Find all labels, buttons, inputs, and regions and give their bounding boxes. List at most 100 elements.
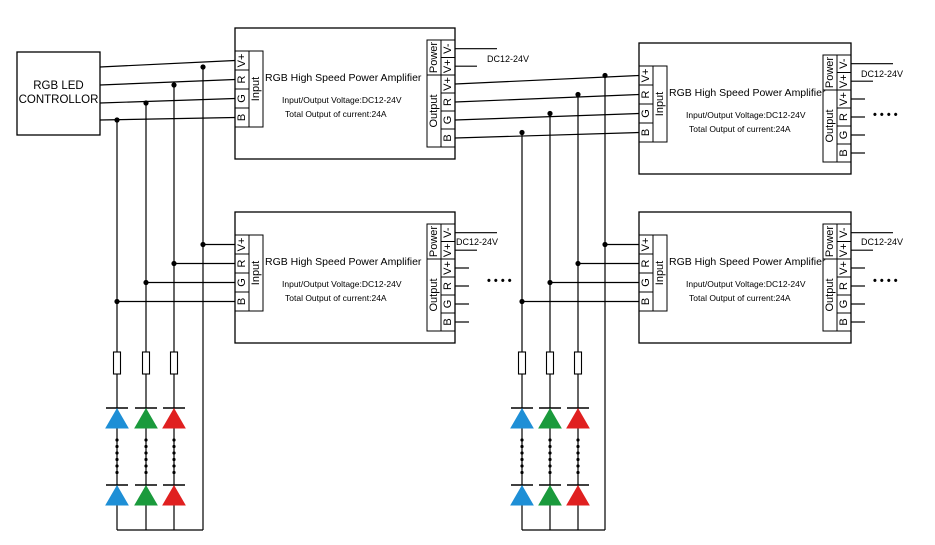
input-pin-0: V+ [640,238,652,252]
amplifier-body [234,27,456,160]
output-pin-vplus: V+ [442,261,454,275]
output-pin-b: B [442,134,454,141]
led-diode-1 [510,485,534,506]
input-label: Input [654,261,666,285]
output-pin-b: B [838,318,850,325]
output-label: Output [824,278,836,311]
input-pin-3: B [236,114,248,121]
wire [454,131,640,139]
output-pin-b: B [838,149,850,156]
input-pin-1: R [236,259,248,267]
ellipsis-dot [172,457,176,462]
ellipsis-dot [576,438,580,442]
output-pin-vplus: V+ [838,92,850,106]
led-column-left-green [134,351,158,506]
ellipsis-dot [144,464,148,468]
led-diode-1 [134,485,158,506]
continuation-dots-middle: • • • • [487,275,512,287]
wire [99,59,236,68]
amplifier-spec-voltage: Input/Output Voltage:DC12-24V [282,279,402,289]
output-pin-r: R [838,113,850,121]
ellipsis-dot [115,444,119,449]
ellipsis-dot [115,464,119,468]
amplifier-spec-voltage: Input/Output Voltage:DC12-24V [686,279,806,289]
input-pin-1: R [640,259,652,267]
output-label: Output [428,94,440,127]
resistor [112,351,122,375]
power-pin-vplus: V+ [838,74,850,88]
ellipsis-dot [548,438,552,442]
input-pin-0: V+ [236,238,248,252]
amplifier-body [234,211,456,344]
input-pin-3: B [236,298,248,305]
ellipsis-dot [520,438,524,442]
dc-label-a2: DC12-24V [456,237,498,247]
input-pin-0: V+ [640,69,652,83]
amplifier-spec-current: Total Output of current:24A [285,109,387,119]
junction-dot [143,100,149,106]
resistor [545,351,555,375]
power-pin-vminus: V- [838,227,850,238]
ellipsis-dot [576,464,580,468]
power-pin-vplus: V+ [838,243,850,257]
wire [99,97,236,104]
output-pin-r: R [442,98,454,106]
led-diode-0 [566,408,590,429]
output-pin-g: G [442,116,454,125]
input-label: Input [250,77,262,101]
amplifier-title: RGB High Speed Power Amplifier [669,256,826,268]
junction-dot [547,279,553,286]
led-diode-0 [538,408,562,429]
power-pin-vminus: V- [442,43,454,54]
led-column-right-blue [510,351,534,506]
input-pin-2: G [640,109,652,118]
ellipsis-dot [172,444,176,449]
led-column-right-red [566,351,590,506]
led-column-right-green [538,351,562,506]
amplifier-title: RGB High Speed Power Amplifier [669,87,826,99]
led-column-left-red [162,351,186,506]
power-label: Power [824,226,836,258]
resistor [517,351,527,375]
ellipsis-dot [115,470,119,475]
wires [99,48,893,531]
input-label: Input [654,92,666,116]
input-label: Input [250,261,262,285]
junction-dot [602,72,608,79]
junction-dot [547,110,553,117]
input-pin-3: B [640,129,652,136]
junction-dot [143,279,149,286]
ellipsis-dot [520,451,524,455]
junction-dot [519,298,525,305]
led-diode-1 [566,485,590,506]
ellipsis-dot [144,444,148,449]
ellipsis-dot [115,457,119,462]
power-pin-vplus: V+ [442,59,454,73]
power-label: Power [824,57,836,89]
continuation-marks: • • • •• • • •• • • • [487,109,898,287]
amplifier-title: RGB High Speed Power Amplifier [265,72,422,84]
output-pin-r: R [838,282,850,290]
ellipsis-dot [172,438,176,442]
wire [454,93,640,103]
wire [454,74,640,85]
led-diode-0 [510,408,534,429]
ellipsis-dot [576,451,580,455]
junction-dot [171,260,177,267]
ellipsis-dot [548,457,552,462]
ellipsis-dot [172,451,176,455]
ellipsis-dot [520,444,524,449]
led-diode-0 [134,408,158,429]
led-diode-1 [105,485,129,506]
wire [99,116,236,121]
output-pin-b: B [442,318,454,325]
ellipsis-dot [144,457,148,462]
led-diode-0 [162,408,186,429]
ellipsis-dot [576,470,580,475]
junction-dot [114,298,120,305]
output-pin-vplus: V+ [838,261,850,275]
input-pin-2: G [640,278,652,287]
input-pin-0: V+ [236,54,248,68]
